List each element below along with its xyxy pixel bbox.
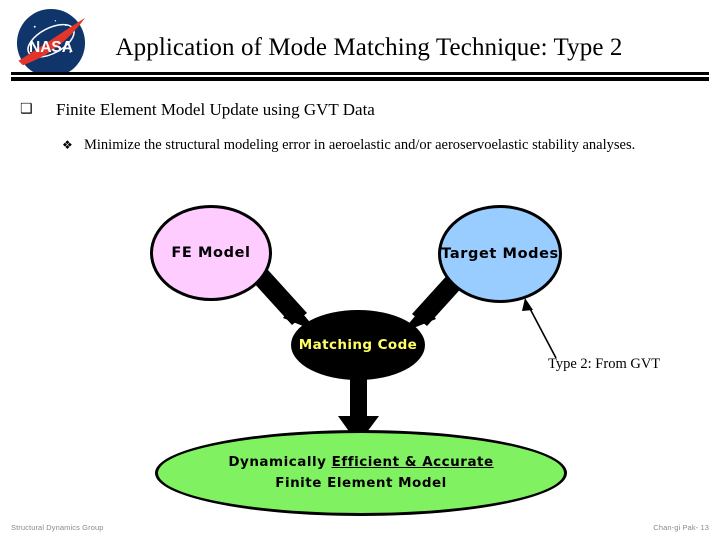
- node-matching-code-label: Matching Code: [298, 337, 418, 353]
- nasa-wordmark: NASA: [29, 39, 73, 56]
- diamond-bullet-icon: ❖: [62, 138, 73, 152]
- footer-author-page: Chan-gi Pak- 13: [653, 523, 709, 532]
- flow-diagram: FE Model Target Modes Matching Code Dyna…: [0, 190, 720, 520]
- node-fe-model[interactable]: FE Model: [150, 205, 272, 301]
- bullet-item-primary: ❑ Finite Element Model Update using GVT …: [20, 100, 710, 119]
- node-result-model[interactable]: Dynamically Efficient & Accurate Finite …: [155, 430, 567, 516]
- footer-group-name: Structural Dynamics Group: [11, 523, 104, 532]
- result-prefix-text: Dynamically: [228, 454, 332, 470]
- callout-type2-label: Type 2: From GVT: [548, 356, 661, 372]
- node-target-modes[interactable]: Target Modes: [438, 205, 562, 303]
- bullet-secondary-text: Minimize the structural modeling error i…: [84, 137, 636, 153]
- nasa-logo: NASA: [14, 6, 88, 80]
- bullet-primary-text: Finite Element Model Update using GVT Da…: [56, 100, 375, 119]
- result-line-1: Dynamically Efficient & Accurate: [228, 452, 493, 473]
- title-divider: [11, 72, 709, 81]
- divider-hairline: [11, 75, 709, 77]
- square-bullet-icon: ❑: [20, 101, 33, 117]
- arrow-callout-to-target-modes: [522, 298, 557, 359]
- node-fe-model-label: FE Model: [171, 245, 251, 261]
- node-matching-code[interactable]: Matching Code: [291, 310, 425, 380]
- bullet-item-secondary: ❖ Minimize the structural modeling error…: [62, 136, 712, 154]
- result-line-2: Finite Element Model: [275, 475, 447, 491]
- node-target-modes-label: Target Modes: [441, 246, 559, 262]
- result-emphasis-text: Efficient & Accurate: [331, 454, 494, 470]
- page-title: Application of Mode Matching Technique: …: [115, 34, 623, 61]
